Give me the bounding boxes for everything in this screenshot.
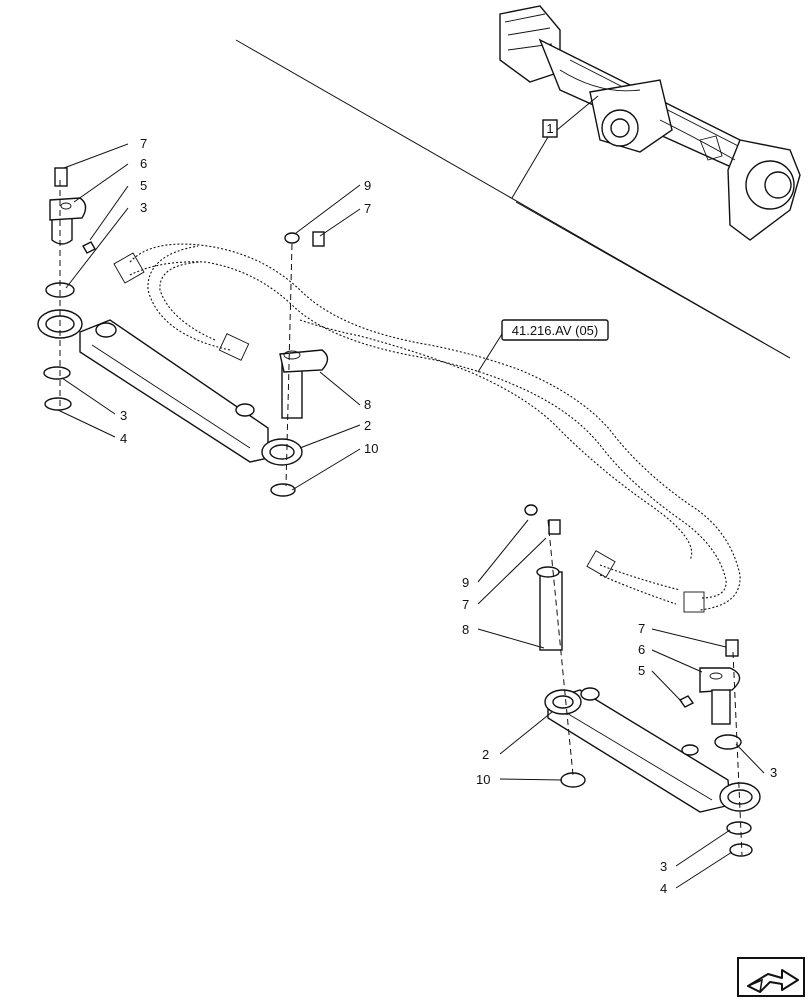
callout-8-center: 8 (462, 622, 469, 637)
cross-reference-label[interactable]: 41.216.AV (05) (512, 323, 598, 338)
callout-8-top: 8 (364, 397, 371, 412)
reference-leader-up (556, 95, 599, 131)
callout-6-right: 6 (638, 642, 645, 657)
next-page-button[interactable] (737, 957, 805, 997)
next-page-arrow-icon (747, 969, 799, 993)
front-axle-overview (499, 5, 801, 241)
callout-5-top-left: 5 (140, 178, 147, 193)
callout-3-left: 3 (120, 408, 127, 423)
callout-6-top-left: 6 (140, 156, 147, 171)
right-pin-upper (524, 504, 753, 857)
callout-4-left: 4 (120, 431, 127, 446)
left-pin-upper (43, 167, 96, 411)
cross-reference-leader (477, 333, 503, 373)
callout-3-right: 3 (770, 765, 777, 780)
right-assembly-axis-left (547, 519, 574, 776)
callout-9-center: 9 (462, 575, 469, 590)
hydraulic-hoses (113, 243, 741, 613)
callout-5-right: 5 (638, 663, 645, 678)
callout-10-bottom: 10 (476, 772, 490, 787)
middle-pin (270, 231, 329, 497)
callout-2-middle: 2 (364, 418, 371, 433)
callout-7-right: 7 (638, 621, 645, 636)
reference-box (542, 119, 558, 138)
axle-section-line-lower (515, 201, 791, 359)
callout-7-center: 7 (462, 597, 469, 612)
right-assembly-axis-right (732, 651, 743, 856)
callout-3-top-left: 3 (140, 200, 147, 215)
callout-10-middle: 10 (364, 441, 378, 456)
middle-assembly-axis (285, 243, 293, 487)
left-steering-cylinder (37, 309, 303, 466)
cross-reference-box[interactable] (501, 319, 609, 341)
callout-4-bottom-right: 4 (660, 881, 667, 896)
callout-7-top: 7 (364, 201, 371, 216)
reference-box-label: 1 (546, 121, 553, 136)
callout-2-bottom: 2 (482, 747, 489, 762)
reference-leader-down (511, 136, 549, 199)
callout-7-top-left: 7 (140, 136, 147, 151)
callout-9-top: 9 (364, 178, 371, 193)
callout-leaders (57, 143, 765, 889)
callout-3-bottom-right: 3 (660, 859, 667, 874)
right-steering-cylinder (544, 687, 761, 813)
